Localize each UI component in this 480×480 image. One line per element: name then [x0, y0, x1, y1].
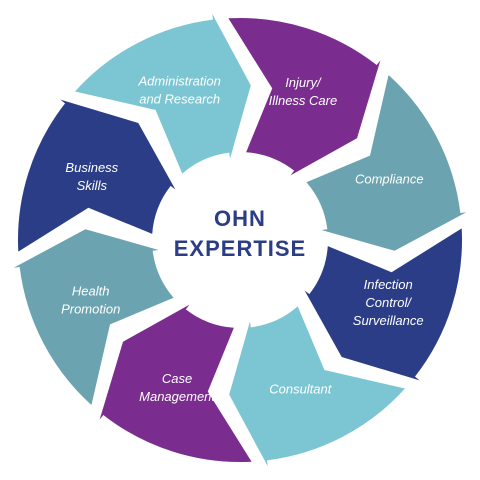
segment-business-skills-arrow: [17, 99, 176, 252]
segment-case-management-arrow: [99, 304, 252, 463]
center-title-line-1: OHN: [214, 206, 266, 231]
segment-administration-and-research-arrow: [75, 13, 251, 174]
center-title-line-2: EXPERTISE: [174, 236, 306, 261]
segment-case-management-label-line: Case: [162, 371, 192, 386]
segment-administration-and-research-label-line: and Research: [139, 92, 220, 107]
segment-business-skills-label-line: Skills: [77, 178, 108, 193]
segment-infection-control-surveillance-label-line: Infection: [364, 277, 413, 292]
segment-compliance-label-line: Compliance: [355, 172, 424, 187]
segment-consultant-arrow: [229, 306, 405, 467]
segment-injury-illness-care-label-line: Illness Care: [269, 93, 338, 108]
segment-injury-illness-care-arrow: [228, 17, 381, 176]
segment-case-management-label-line: Management: [139, 389, 216, 404]
segment-infection-control-surveillance-arrow: [304, 228, 463, 381]
segment-injury-illness-care-label: Injury/Illness Care: [269, 75, 338, 108]
segment-consultant-label: Consultant: [269, 381, 333, 396]
segment-business-skills-label-line: Business: [65, 160, 118, 175]
segment-health-promotion-arrow: [13, 229, 174, 405]
segment-compliance-label: Compliance: [355, 172, 424, 187]
segment-infection-control-surveillance-label-line: Surveillance: [353, 313, 424, 328]
segment-health-promotion-label-line: Promotion: [61, 301, 120, 316]
segment-compliance-arrow: [306, 75, 467, 251]
segment-health-promotion-label-line: Health: [72, 283, 110, 298]
segment-administration-and-research-label: Administration and Research: [138, 74, 221, 107]
segments-layer: [13, 13, 467, 467]
segment-consultant-label-line: Consultant: [269, 381, 333, 396]
segment-infection-control-surveillance-label-line: Control/: [365, 295, 412, 310]
segment-injury-illness-care-label-line: Injury/: [285, 75, 322, 90]
segment-administration-and-research-label-line: Administration: [138, 74, 221, 89]
